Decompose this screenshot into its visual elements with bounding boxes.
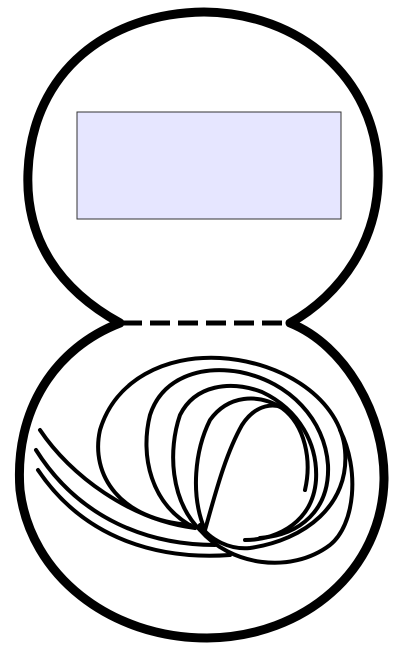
coil-loop-8 <box>205 406 290 530</box>
coil-loop-7 <box>196 399 308 530</box>
upper-panel <box>77 112 341 219</box>
coil-loop-6 <box>173 386 316 540</box>
coil-loops <box>36 358 352 563</box>
